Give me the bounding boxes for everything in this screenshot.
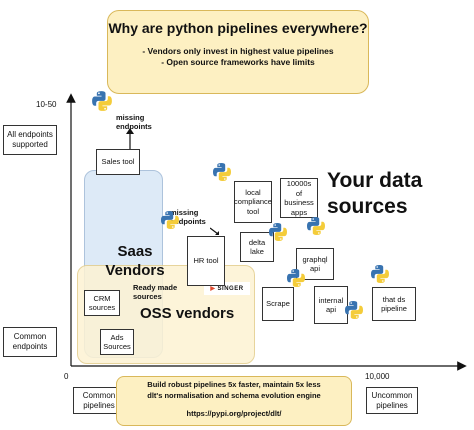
y-top-tick: 10-50 bbox=[36, 100, 57, 109]
footer-link[interactable]: https://pypi.org/project/dlt/ bbox=[186, 409, 282, 418]
python-logo-icon bbox=[213, 163, 231, 181]
title-box: Why are python pipelines everywhere? - V… bbox=[107, 10, 369, 94]
node-crm-sources: CRM sources bbox=[84, 290, 120, 316]
your-data-sources-label: Your data sources bbox=[327, 169, 423, 218]
all-endpoints-box: All endpoints supported bbox=[3, 125, 57, 155]
node-business-apps: 10000s of business apps bbox=[280, 178, 318, 218]
missing-endpoints-note-1: missing endpoints bbox=[116, 113, 152, 131]
node-internal-api: internal api bbox=[314, 286, 348, 324]
node-ads-sources: Ads Sources bbox=[100, 329, 134, 355]
python-logo-icon bbox=[161, 211, 179, 229]
bullet-vendors: - Vendors only invest in highest value p… bbox=[142, 46, 334, 56]
node-local-compliance: local compliance tool bbox=[234, 181, 272, 223]
node-delta-lake: delta lake bbox=[240, 232, 274, 262]
node-that-ds-pipeline: that ds pipeline bbox=[372, 287, 416, 321]
node-scrape: Scrape bbox=[262, 287, 294, 321]
node-sales-tool: Sales tool bbox=[96, 149, 140, 175]
python-logo-icon bbox=[92, 91, 112, 111]
python-logo-icon bbox=[269, 223, 287, 241]
common-endpoints-box: Common endpoints bbox=[3, 327, 57, 357]
node-hr-tool: HR tool bbox=[187, 236, 225, 286]
oss-vendors-label: OSS vendors bbox=[140, 305, 235, 322]
bullet-open-source: - Open source frameworks have limits bbox=[161, 57, 315, 67]
python-logo-icon bbox=[371, 265, 389, 283]
saas-vendors-label: Saas Vendors bbox=[105, 243, 165, 279]
singer-logo-text: SINGER bbox=[217, 285, 244, 292]
python-logo-icon bbox=[345, 301, 363, 319]
y-origin-tick: 0 bbox=[64, 372, 69, 381]
node-graphql-api: graphql api bbox=[296, 248, 334, 280]
title: Why are python pipelines everywhere? bbox=[108, 20, 368, 36]
ready-made-sources-note: Ready made sources bbox=[133, 283, 178, 301]
footer-box: Build robust pipelines 5x faster, mainta… bbox=[116, 376, 352, 426]
footer-line-2: dlt's normalisation and schema evolution… bbox=[147, 391, 321, 400]
x-right-tick: 10,000 bbox=[365, 372, 390, 381]
arrow-right-icon bbox=[210, 227, 219, 235]
uncommon-pipelines-box: Uncommon pipelines bbox=[366, 387, 418, 414]
arrow-up-icon bbox=[126, 128, 134, 149]
missing-endpoints-note-2: missing endpoints bbox=[170, 208, 206, 226]
python-logo-icon bbox=[287, 269, 305, 287]
footer-line-1: Build robust pipelines 5x faster, mainta… bbox=[147, 380, 321, 389]
python-logo-icon bbox=[307, 217, 325, 235]
